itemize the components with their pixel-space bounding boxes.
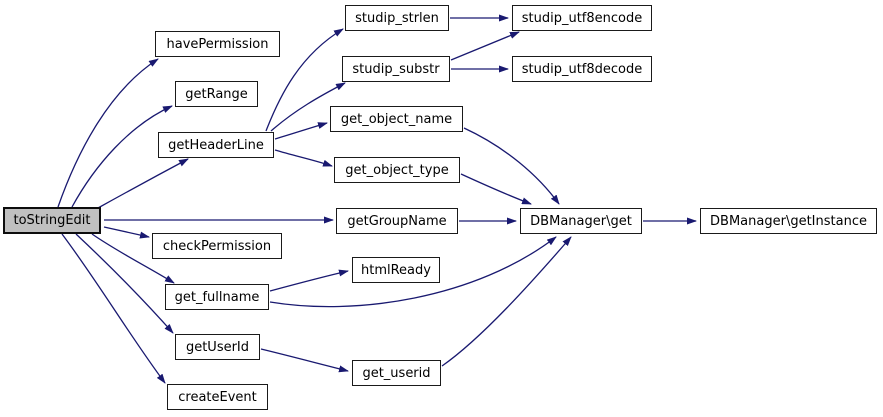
edge-getHeaderLine-studip_strlen: [265, 28, 344, 132]
node-DBManager_get[interactable]: DBManager\get: [520, 208, 642, 234]
node-DBManager_getInstance[interactable]: DBManager\getInstance: [700, 208, 877, 234]
node-havePermission[interactable]: havePermission: [155, 31, 280, 57]
node-checkPermission[interactable]: checkPermission: [152, 233, 282, 259]
edge-toStringEdit-getHeaderLine: [97, 158, 189, 209]
node-get_userid[interactable]: get_userid: [352, 360, 441, 386]
edge-toStringEdit-getUserId: [75, 233, 174, 334]
edge-toStringEdit-get_fullname: [91, 233, 175, 284]
node-createEvent[interactable]: createEvent: [167, 384, 268, 410]
node-getHeaderLine[interactable]: getHeaderLine: [158, 132, 274, 158]
edge-toStringEdit-createEvent: [61, 233, 166, 384]
node-getGroupName[interactable]: getGroupName: [336, 208, 458, 234]
edge-getHeaderLine-get_object_name: [274, 122, 328, 140]
edge-getHeaderLine-get_object_type: [274, 149, 333, 167]
edge-get_object_name-DBManager_get: [463, 127, 560, 205]
edge-get_object_type-DBManager_get: [460, 173, 532, 205]
node-getRange[interactable]: getRange: [175, 81, 258, 107]
edge-studip_substr-studip_utf8encode: [450, 31, 520, 61]
edge-toStringEdit-havePermission: [57, 58, 159, 208]
node-studip_substr[interactable]: studip_substr: [342, 56, 450, 82]
node-studip_utf8encode[interactable]: studip_utf8encode: [512, 5, 652, 31]
node-getUserId[interactable]: getUserId: [175, 334, 260, 360]
edge-get_userid-DBManager_get: [441, 236, 572, 367]
edge-toStringEdit-checkPermission: [103, 226, 150, 239]
edge-toStringEdit-getRange: [71, 105, 173, 208]
edge-get_fullname-DBManager_get: [269, 236, 557, 308]
node-studip_utf8decode[interactable]: studip_utf8decode: [512, 56, 652, 82]
node-get_object_name[interactable]: get_object_name: [330, 106, 463, 132]
node-studip_strlen[interactable]: studip_strlen: [345, 5, 449, 31]
node-get_object_type[interactable]: get_object_type: [334, 157, 460, 183]
node-toStringEdit: toStringEdit: [3, 207, 101, 234]
edge-getUserId-get_userid: [260, 348, 349, 373]
node-get_fullname[interactable]: get_fullname: [165, 284, 269, 310]
edge-getHeaderLine-studip_substr: [270, 82, 346, 132]
edge-get_fullname-htmlReady: [269, 269, 349, 292]
node-htmlReady[interactable]: htmlReady: [352, 257, 440, 283]
